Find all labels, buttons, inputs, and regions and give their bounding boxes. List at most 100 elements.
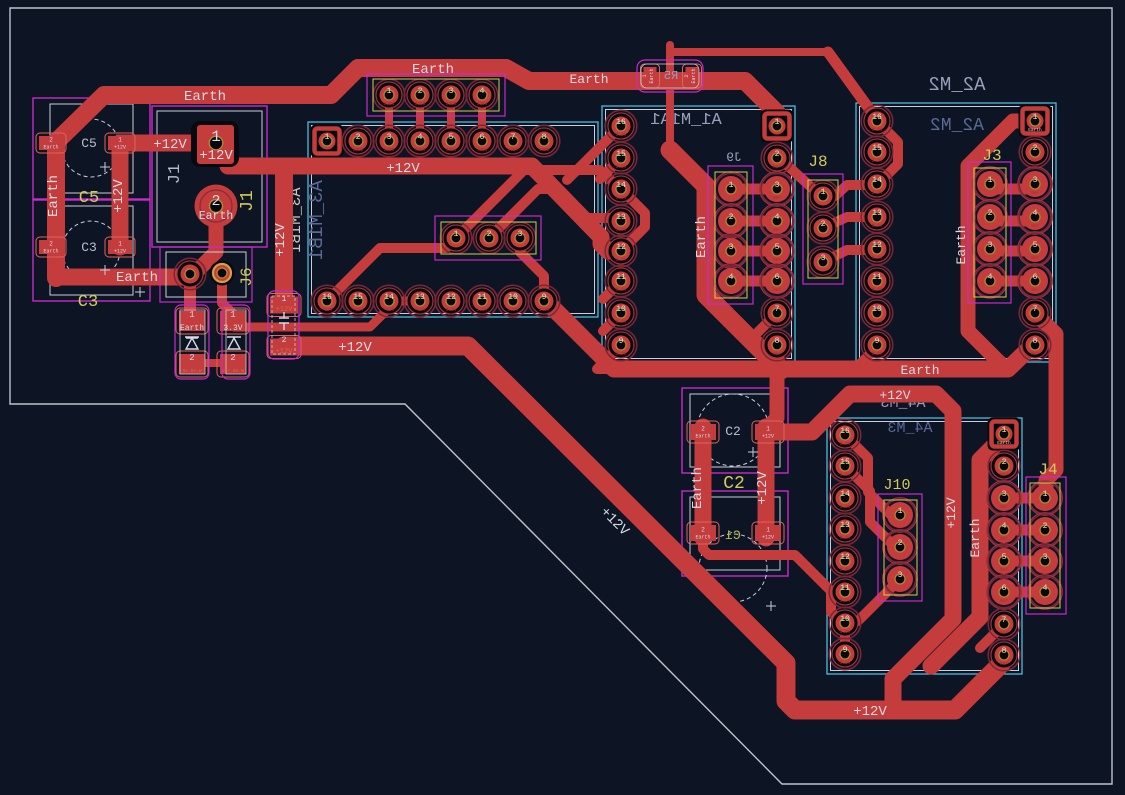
svg-text:3.3V: 3.3V	[872, 190, 883, 196]
svg-text:5: 5	[1033, 241, 1038, 250]
svg-text:4: 4	[1043, 584, 1048, 593]
svg-text:Earth: Earth	[649, 68, 655, 83]
svg-text:11: 11	[872, 273, 882, 282]
svg-text:8: 8	[1002, 647, 1007, 656]
svg-text:A2_M2: A2_M2	[928, 74, 985, 96]
svg-text:4: 4	[418, 133, 423, 142]
svg-text:1: 1	[454, 230, 459, 239]
svg-text:3: 3	[518, 230, 523, 239]
svg-text:1: 1	[641, 74, 648, 78]
svg-text:2: 2	[230, 353, 235, 363]
svg-text:R5: R5	[664, 69, 678, 83]
svg-text:3.3V: 3.3V	[840, 535, 851, 541]
svg-text:11: 11	[477, 293, 487, 302]
svg-text:Earth: Earth	[184, 89, 226, 105]
svg-text:+12V: +12V	[755, 471, 771, 505]
svg-text:15: 15	[353, 293, 363, 302]
svg-text:11: 11	[616, 273, 626, 282]
svg-text:9: 9	[542, 293, 547, 302]
svg-text:J3B6: J3B6	[477, 147, 488, 153]
svg-text:Earth: Earth	[1028, 127, 1042, 133]
svg-text:+12V: +12V	[762, 535, 774, 541]
svg-text:J3B2: J3B2	[415, 101, 426, 107]
svg-text:1: 1	[729, 181, 734, 190]
svg-text:Earth: Earth	[690, 467, 706, 509]
svg-text:J3B5: J3B5	[446, 147, 457, 153]
svg-text:Ser: Ser	[1031, 190, 1039, 196]
svg-text:J3B3: J3B3	[384, 147, 395, 153]
svg-text:14: 14	[872, 176, 882, 185]
svg-text:C2: C2	[723, 474, 745, 494]
svg-text:Ne.De.W: Ne.De.W	[183, 368, 202, 374]
svg-text:J9: J9	[726, 150, 742, 165]
svg-text:J3B1: J3B1	[384, 101, 395, 107]
svg-text:6: 6	[1033, 273, 1038, 282]
svg-text:J6: J6	[238, 267, 256, 286]
svg-text:3.3V: 3.3V	[872, 223, 883, 229]
svg-text:1: 1	[1033, 113, 1038, 122]
svg-text:+12V: +12V	[276, 306, 294, 314]
svg-text:1: 1	[282, 295, 287, 304]
svg-text:6: 6	[775, 273, 780, 282]
svg-text:C3: C3	[81, 240, 97, 255]
svg-text:3: 3	[821, 254, 826, 263]
svg-text:1: 1	[211, 128, 221, 146]
svg-text:Ser: Ser	[1000, 567, 1008, 573]
svg-text:3: 3	[1043, 553, 1048, 562]
svg-text:2: 2	[898, 539, 903, 548]
svg-text:Earth: Earth	[954, 225, 969, 264]
svg-text:Ser: Ser	[1031, 158, 1039, 164]
svg-text:+12V: +12V	[384, 307, 395, 313]
svg-text:2: 2	[821, 220, 826, 229]
svg-text:2: 2	[189, 353, 194, 363]
svg-text:J10: J10	[883, 477, 910, 494]
svg-text:Ser: Ser	[773, 351, 781, 357]
svg-text:15: 15	[840, 458, 850, 467]
svg-text:2: 2	[701, 527, 705, 534]
svg-text:10: 10	[840, 615, 850, 624]
svg-text:9: 9	[619, 337, 624, 346]
svg-text:16: 16	[322, 293, 332, 302]
svg-text:Ser: Ser	[1000, 536, 1008, 542]
svg-text:15: 15	[616, 150, 626, 159]
svg-text:J1: J1	[166, 164, 185, 184]
svg-text:2: 2	[775, 150, 780, 159]
svg-text:3: 3	[729, 243, 734, 252]
svg-text:14: 14	[616, 181, 626, 190]
svg-text:1: 1	[230, 310, 235, 320]
svg-text:10: 10	[616, 305, 626, 314]
svg-text:3.3V: 3.3V	[477, 307, 488, 313]
svg-text:3.3V: 3.3V	[840, 598, 851, 604]
svg-text:Earth: Earth	[412, 62, 454, 78]
svg-text:+12V: +12V	[762, 434, 774, 440]
svg-text:2: 2	[1043, 522, 1048, 531]
svg-text:5: 5	[1002, 553, 1007, 562]
svg-text:7: 7	[1033, 305, 1038, 314]
svg-text:J3: J3	[982, 147, 1001, 165]
svg-text:3.3V: 3.3V	[616, 195, 627, 201]
svg-text:Ser: Ser	[1000, 504, 1008, 510]
svg-text:1: 1	[1002, 426, 1007, 435]
svg-text:12: 12	[446, 293, 456, 302]
svg-text:1: 1	[898, 507, 903, 516]
svg-text:7: 7	[1002, 616, 1007, 625]
svg-text:1: 1	[118, 241, 122, 248]
svg-text:C2: C2	[725, 424, 741, 439]
svg-text:Ser: Ser	[773, 287, 781, 293]
svg-text:16: 16	[616, 118, 626, 127]
svg-text:3.3V: 3.3V	[840, 629, 851, 635]
svg-text:6: 6	[480, 133, 485, 142]
svg-text:2: 2	[49, 137, 53, 144]
svg-text:2: 2	[683, 74, 690, 77]
svg-text:1: 1	[387, 87, 392, 96]
svg-text:3.3V: 3.3V	[616, 227, 627, 233]
svg-text:16: 16	[872, 113, 882, 122]
svg-text:Earth: Earth	[691, 68, 697, 83]
svg-text:3.3V: 3.3V	[840, 472, 851, 478]
svg-text:Earth: Earth	[695, 535, 710, 541]
svg-text:+12V: +12V	[322, 307, 333, 313]
svg-text:9: 9	[843, 646, 848, 655]
svg-text:J3B3: J3B3	[446, 101, 457, 107]
svg-text:A4_M3: A4_M3	[887, 420, 932, 437]
svg-text:7: 7	[511, 133, 516, 142]
